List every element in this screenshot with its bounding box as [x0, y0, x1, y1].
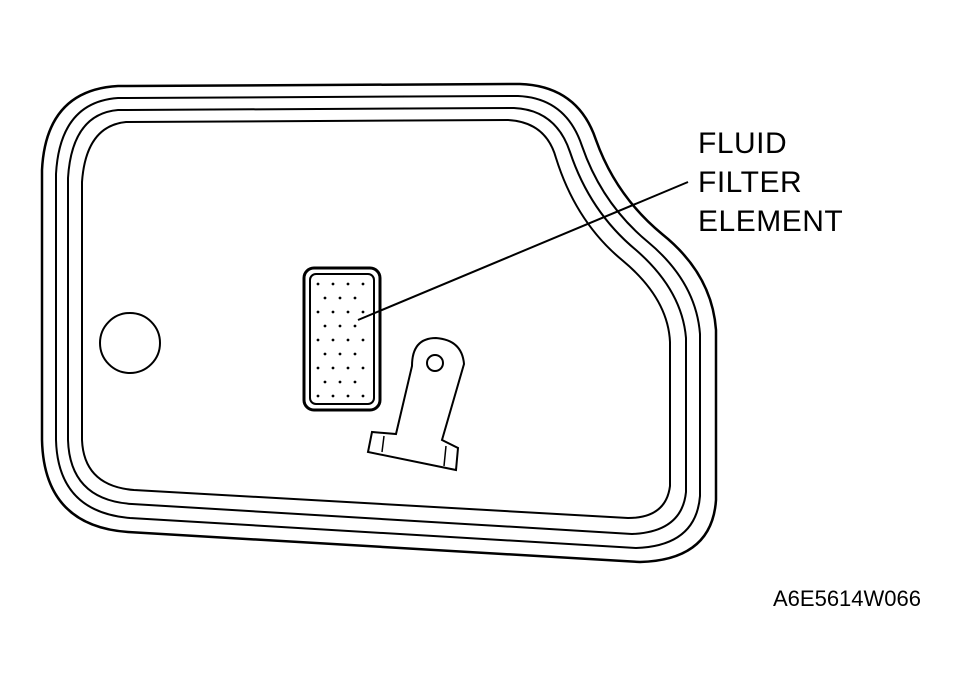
filter-dot	[331, 394, 335, 398]
filter-dot	[353, 324, 357, 328]
filter-dot	[338, 380, 342, 384]
filter-dot	[353, 380, 357, 384]
filter-dot	[331, 338, 335, 342]
bracket-tab	[366, 336, 466, 472]
pan-flange-line	[55, 94, 701, 550]
filter-dot	[323, 380, 327, 384]
bracket-hole	[426, 354, 444, 372]
filter-dot	[316, 338, 320, 342]
filter-dot	[346, 394, 350, 398]
filter-dot	[331, 366, 335, 370]
filter-dot	[316, 366, 320, 370]
callout-leader-line	[357, 181, 689, 321]
filter-dot	[353, 296, 357, 300]
filter-dot	[346, 366, 350, 370]
filter-element-dots	[316, 282, 365, 398]
drain-plug-circle	[99, 312, 161, 374]
callout-line-2: FILTER	[698, 166, 803, 199]
filter-dot	[331, 282, 335, 286]
filter-dot	[331, 310, 335, 314]
pan-flange-inner-line	[67, 106, 687, 536]
callout-label: FLUID FILTER ELEMENT	[698, 124, 843, 241]
filter-dot	[353, 352, 357, 356]
filter-dot	[361, 338, 365, 342]
pan-inner-recess	[81, 118, 671, 520]
filter-element-inner	[309, 273, 375, 405]
filter-element-outer	[302, 266, 382, 412]
filter-dot	[361, 394, 365, 398]
filter-dot	[316, 310, 320, 314]
filter-dot	[338, 324, 342, 328]
filter-dot	[346, 338, 350, 342]
filter-dot	[323, 324, 327, 328]
filter-dot	[361, 310, 365, 314]
filter-dot	[338, 296, 342, 300]
filter-dot	[346, 282, 350, 286]
bracket-tab-edge	[381, 435, 385, 453]
filter-dot	[316, 282, 320, 286]
filter-dot	[346, 310, 350, 314]
filter-dot	[323, 352, 327, 356]
filter-dot	[323, 296, 327, 300]
figure-code: A6E5614W066	[773, 586, 921, 611]
callout-line-3: ELEMENT	[698, 205, 844, 238]
callout-line-1: FLUID	[698, 127, 788, 160]
filter-dot	[361, 282, 365, 286]
filter-dot	[361, 366, 365, 370]
filter-dot	[316, 394, 320, 398]
pan-outer-edge	[40, 82, 718, 564]
filter-dot	[338, 352, 342, 356]
bracket-tab-edge	[443, 445, 447, 467]
